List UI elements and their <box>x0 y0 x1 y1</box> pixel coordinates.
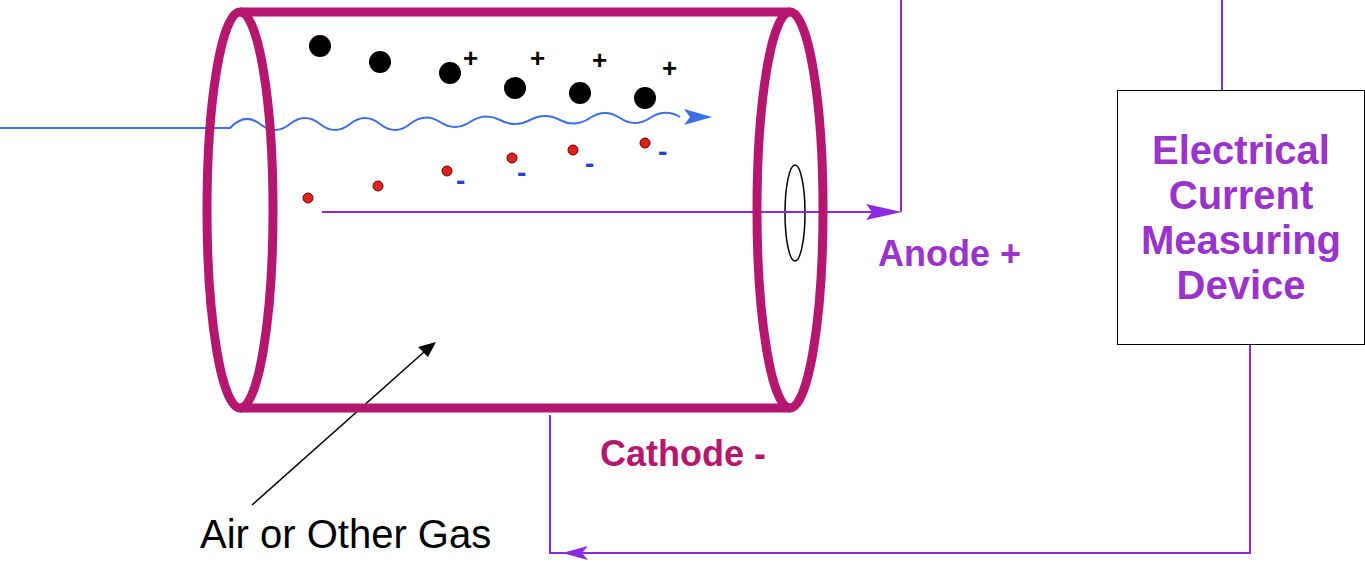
electron <box>568 145 578 155</box>
wave-arrowhead <box>684 109 712 125</box>
ion-charge: + <box>463 44 478 73</box>
ionization-chamber: Cathode - <box>200 5 830 415</box>
cylinder-end <box>757 12 823 408</box>
cylinder-end <box>207 12 273 408</box>
electron-charge: - <box>585 149 594 180</box>
electron <box>507 153 517 163</box>
leader-arrowhead <box>418 342 436 357</box>
anode-rod <box>322 211 880 213</box>
wire-arrowhead <box>562 546 588 560</box>
anode-label: Anode + <box>878 234 1021 274</box>
electron <box>442 166 452 176</box>
wire-line <box>550 345 1250 553</box>
leader-line <box>252 352 424 505</box>
gas-label: Air or Other Gas <box>200 512 491 556</box>
positive-ion <box>504 77 526 99</box>
electron <box>373 181 383 191</box>
cathode-label: Cathode - <box>600 433 766 475</box>
electron-charge: - <box>658 137 667 168</box>
neutral-atom <box>309 35 331 57</box>
wire-connector <box>550 345 1250 560</box>
positive-ion <box>569 82 591 104</box>
ion-charge: + <box>592 46 607 75</box>
cylinder-outline <box>200 5 830 415</box>
device-label: Electrical Current Measuring Device <box>1128 128 1354 308</box>
anode-wire <box>900 0 902 212</box>
radiation-wave <box>0 113 680 130</box>
device-wire <box>1221 0 1223 90</box>
ion-charge: + <box>530 44 545 73</box>
positive-ion <box>634 87 656 109</box>
electron <box>640 138 650 148</box>
ion-charge: + <box>662 54 677 83</box>
measuring-device-box: Electrical Current Measuring Device <box>1117 90 1365 345</box>
electron <box>303 193 313 203</box>
cylinder-bottom <box>240 404 790 413</box>
electron-charge: - <box>517 158 526 189</box>
cylinder-top <box>240 8 790 17</box>
neutral-atom <box>369 51 391 73</box>
positive-ion <box>439 62 461 84</box>
electron-charge: - <box>456 166 465 197</box>
anode-arrowhead <box>866 204 902 220</box>
